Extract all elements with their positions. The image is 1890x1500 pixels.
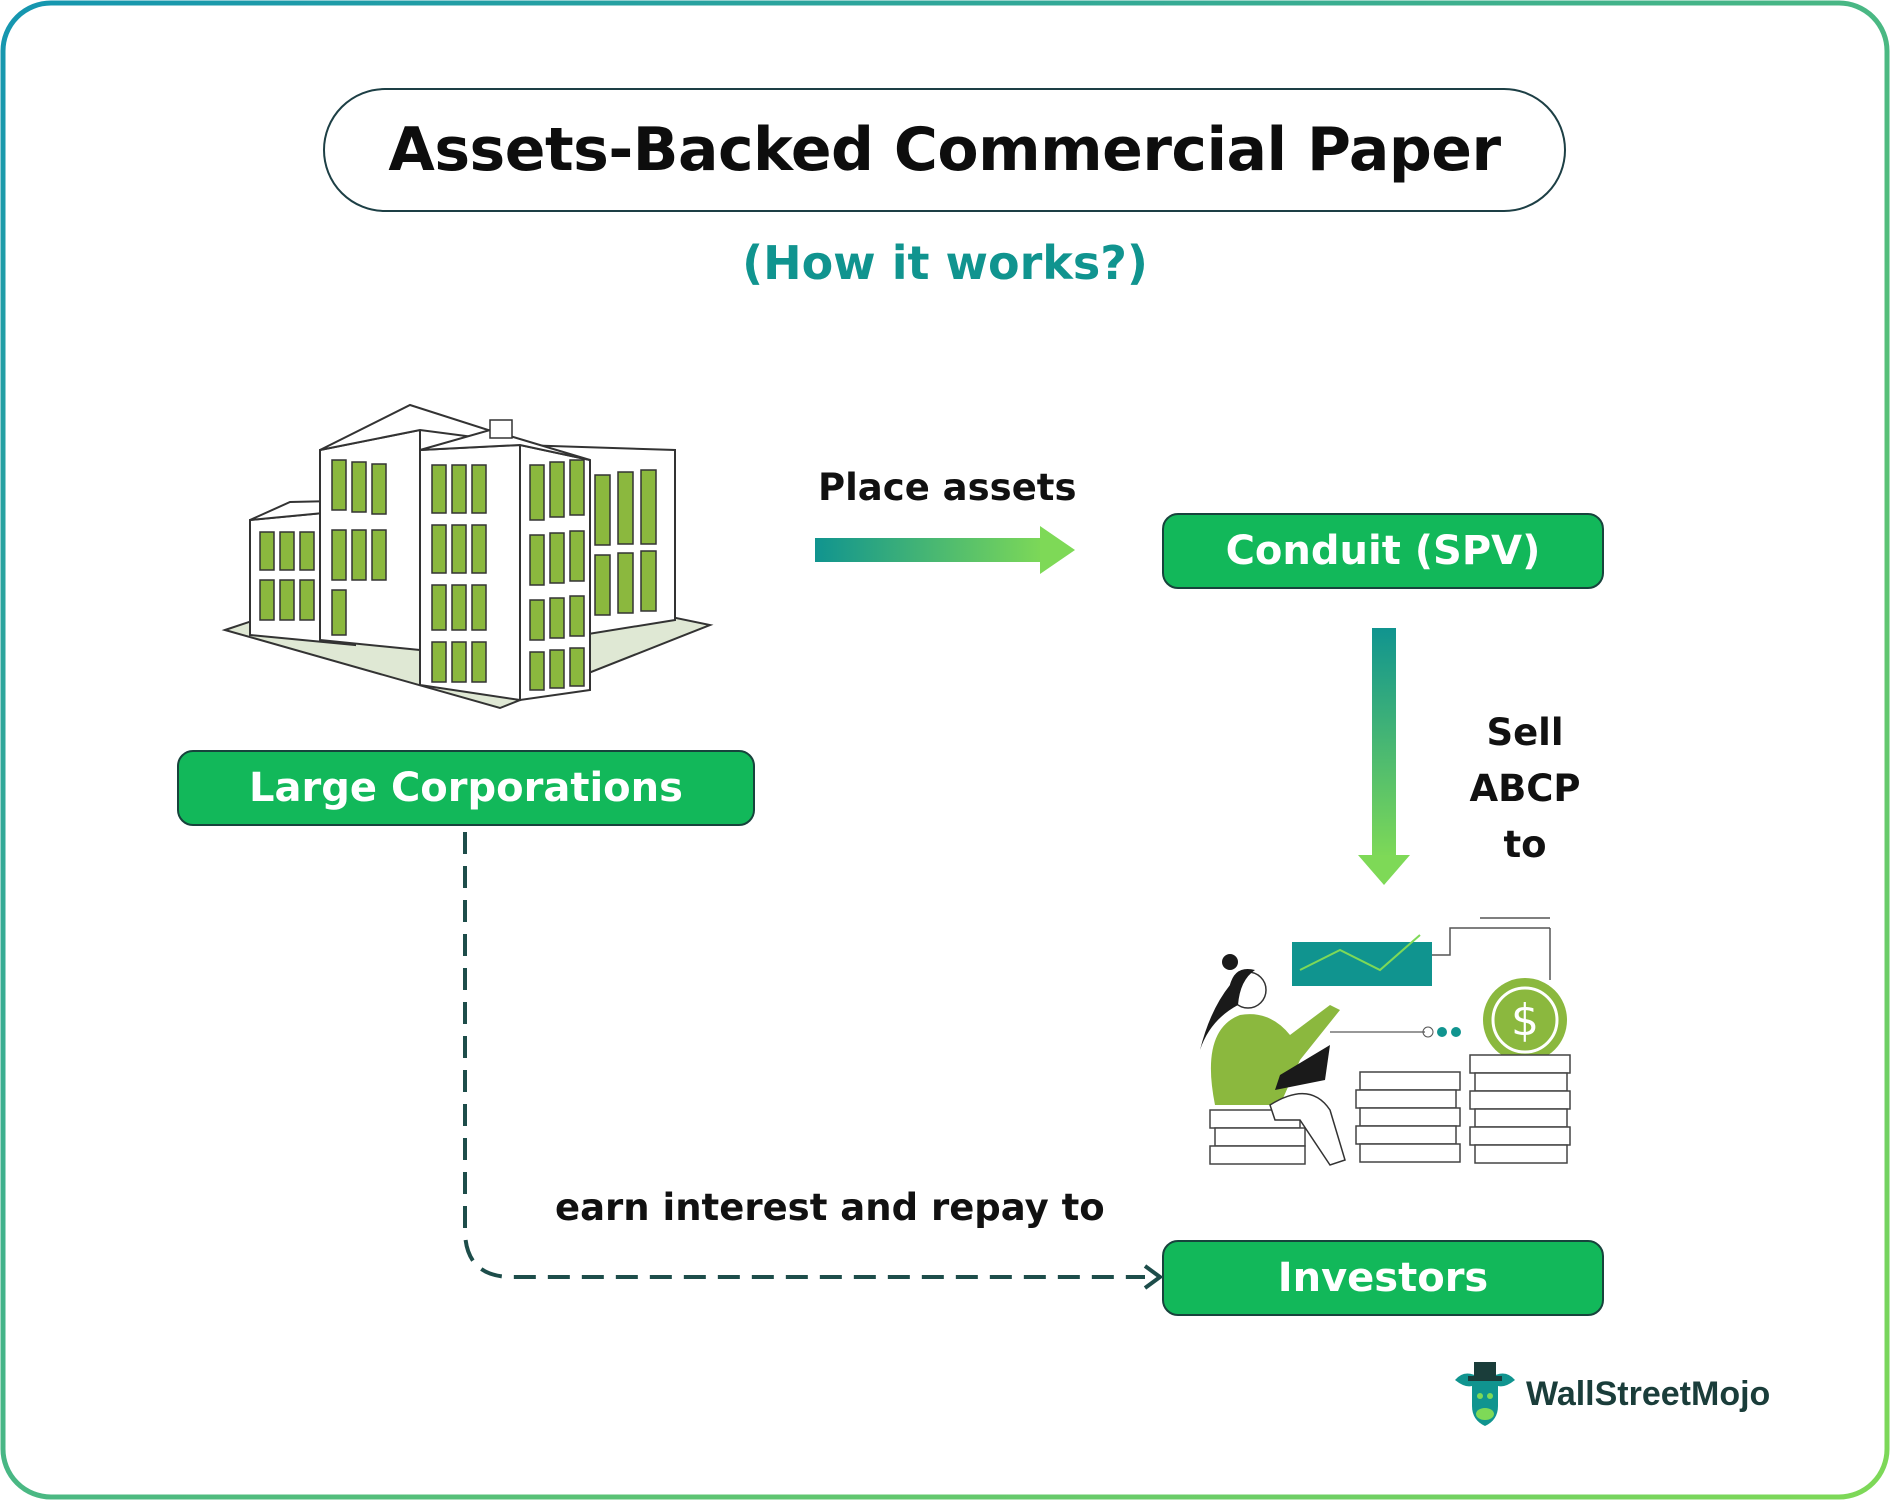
page-title: Assets-Backed Commercial Paper	[388, 115, 1501, 185]
edge-label-line: Sell ABCP	[1469, 711, 1581, 810]
page-subtitle: (How it works?)	[742, 236, 1148, 290]
edge-label-sell-abcp: Sell ABCP to	[1425, 705, 1625, 873]
brand-logo: WallStreetMojo	[1450, 1358, 1770, 1430]
node-conduit: Conduit (SPV)	[1162, 513, 1604, 589]
node-investors: Investors	[1162, 1240, 1604, 1316]
brand-logo-text: WallStreetMojo	[1526, 1374, 1771, 1413]
building-icon	[221, 403, 714, 710]
edge-label-place-assets: Place assets	[818, 466, 1077, 509]
node-label: Large Corporations	[249, 765, 683, 811]
edge-label-line: to	[1503, 823, 1547, 866]
title-pill: Assets-Backed Commercial Paper	[323, 88, 1566, 212]
arrow-sell-abcp	[1358, 628, 1410, 885]
node-label: Investors	[1277, 1255, 1489, 1301]
svg-text:$: $	[1511, 995, 1539, 1046]
arrow-place-assets	[815, 526, 1075, 574]
investor-illustration-icon: $	[1200, 917, 1571, 1166]
bull-mascot-icon	[1455, 1362, 1515, 1426]
node-large-corporations: Large Corporations	[177, 750, 755, 826]
edge-label-repay: earn interest and repay to	[555, 1186, 1105, 1229]
arrow-repay	[463, 832, 1164, 1290]
node-label: Conduit (SPV)	[1225, 528, 1541, 574]
